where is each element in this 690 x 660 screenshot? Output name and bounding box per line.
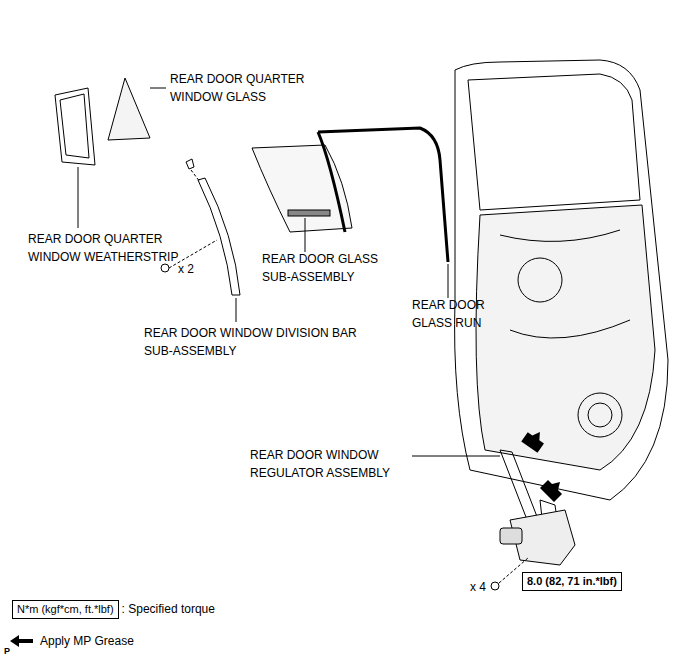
leader-line (150, 88, 166, 89)
regulator-motor (500, 528, 522, 544)
clip-drawing (186, 159, 194, 169)
weatherstrip-inner (60, 94, 89, 158)
weatherstrip-drawing (55, 88, 95, 165)
speaker-inner (588, 403, 612, 427)
torque-box: 8.0 (82, 71 in.*lbf) (522, 572, 622, 591)
bolt-drawing (161, 264, 169, 272)
door-window-frame (468, 74, 640, 210)
part-name: REAR DOOR QUARTER WINDOW GLASS (170, 70, 335, 106)
quantity-label: x 4 (470, 578, 510, 596)
dashed-line (191, 170, 200, 182)
glass-channel (288, 210, 330, 216)
speaker-drawing (578, 393, 622, 437)
leader-line (412, 456, 500, 457)
grease-arrow (540, 480, 562, 502)
division-bar-drawing (198, 178, 240, 295)
wire-drawing (500, 230, 630, 338)
part-name: REAR DOOR WINDOW DIVISION BAR SUB-ASSEMB… (144, 324, 364, 360)
leader-line (78, 167, 79, 228)
part-name: REAR DOOR GLASS RUN (412, 296, 507, 332)
quarter-glass-drawing (108, 78, 150, 140)
torque-value: N*m (kgf*cm, ft.*lbf) (17, 603, 114, 615)
part-name: REAR DOOR WINDOW REGULATOR ASSEMBLY (250, 446, 410, 482)
door-hole (518, 258, 562, 302)
leader-line (305, 218, 306, 252)
bolt-drawing (491, 582, 499, 590)
leader-line (236, 298, 237, 322)
page-mark: P (4, 645, 24, 657)
door-glass-drawing (252, 145, 352, 232)
part-name: REAR DOOR QUARTER WINDOW WEATHERSTRIP (28, 230, 203, 266)
glass-run-drawing (318, 128, 448, 262)
quantity-label: x 2 (178, 260, 218, 278)
torque-value: 8.0 (82, 71 in.*lbf) (527, 575, 617, 587)
legend-text: : Specified torque (122, 601, 215, 617)
door-drawing (455, 60, 668, 500)
grease-arrow (520, 430, 545, 455)
leader-line (448, 264, 449, 298)
legend-grease-arrow (10, 635, 33, 647)
legend-text: Apply MP Grease (40, 633, 134, 649)
door-inner-panel (476, 205, 655, 470)
part-name: REAR DOOR GLASS SUB-ASSEMBLY (262, 250, 397, 286)
legend-torque-box: N*m (kgf*cm, ft.*lbf) (12, 600, 119, 619)
